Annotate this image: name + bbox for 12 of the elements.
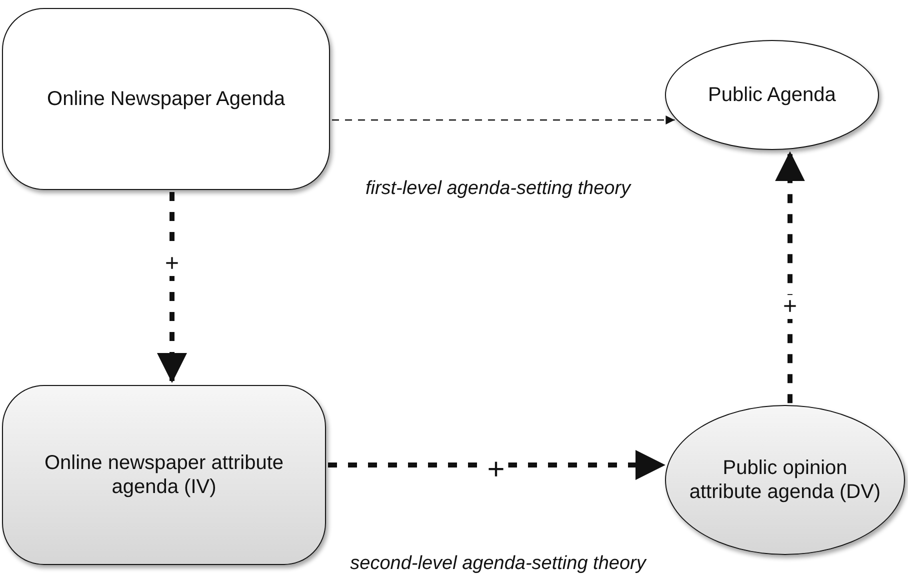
- arrow: [328, 450, 666, 480]
- arrow: [332, 116, 675, 124]
- node-label: Public Agenda: [708, 82, 836, 108]
- rounded-box: [2, 385, 326, 565]
- caption-note: first-level agenda-setting theory: [365, 178, 631, 200]
- node-label: Online Newspaper Agenda: [47, 86, 285, 112]
- rounded-box: [2, 8, 330, 190]
- arrow: [775, 151, 805, 404]
- caption-note: second-level agenda-setting theory: [350, 553, 646, 575]
- arrow: [157, 192, 187, 383]
- node-label: Public opinion attribute agenda (DV): [688, 456, 882, 504]
- node-label: Online newspaper attribute agenda (IV): [43, 450, 285, 500]
